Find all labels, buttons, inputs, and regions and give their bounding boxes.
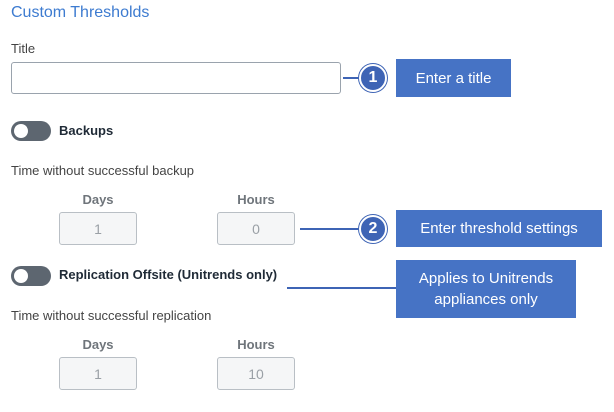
- backups-toggle-label: Backups: [59, 123, 114, 138]
- replication-hours-input[interactable]: 10: [217, 357, 295, 390]
- backups-days-input[interactable]: 1: [59, 212, 137, 245]
- backups-hours-input[interactable]: 0: [217, 212, 295, 245]
- callout-1-box: Enter a title: [396, 59, 511, 97]
- callout-3-connector: [287, 287, 398, 289]
- backups-toggle[interactable]: [11, 121, 51, 141]
- callout-3-box: Applies to Unitrends appliances only: [396, 260, 576, 318]
- section-heading: Custom Thresholds: [11, 4, 150, 21]
- replication-days-input[interactable]: 1: [59, 357, 137, 390]
- title-label: Title: [11, 41, 36, 56]
- replication-days-label: Days: [82, 337, 114, 352]
- replication-description: Time without successful replication: [11, 308, 212, 323]
- callout-2-connector: [300, 228, 362, 230]
- backups-days-label: Days: [82, 192, 114, 207]
- replication-toggle-label: Replication Offsite (Unitrends only): [59, 267, 278, 282]
- backups-hours-label: Hours: [237, 192, 275, 207]
- title-input[interactable]: [11, 62, 341, 94]
- callout-1-connector: [343, 77, 363, 79]
- callout-2-box: Enter threshold settings: [396, 210, 602, 247]
- toggle-knob: [14, 124, 28, 138]
- replication-toggle[interactable]: [11, 266, 51, 286]
- toggle-knob: [14, 269, 28, 283]
- replication-hours-label: Hours: [237, 337, 275, 352]
- callout-2-badge: 2: [359, 215, 387, 243]
- callout-1-badge: 1: [359, 64, 387, 92]
- backups-description: Time without successful backup: [11, 163, 195, 178]
